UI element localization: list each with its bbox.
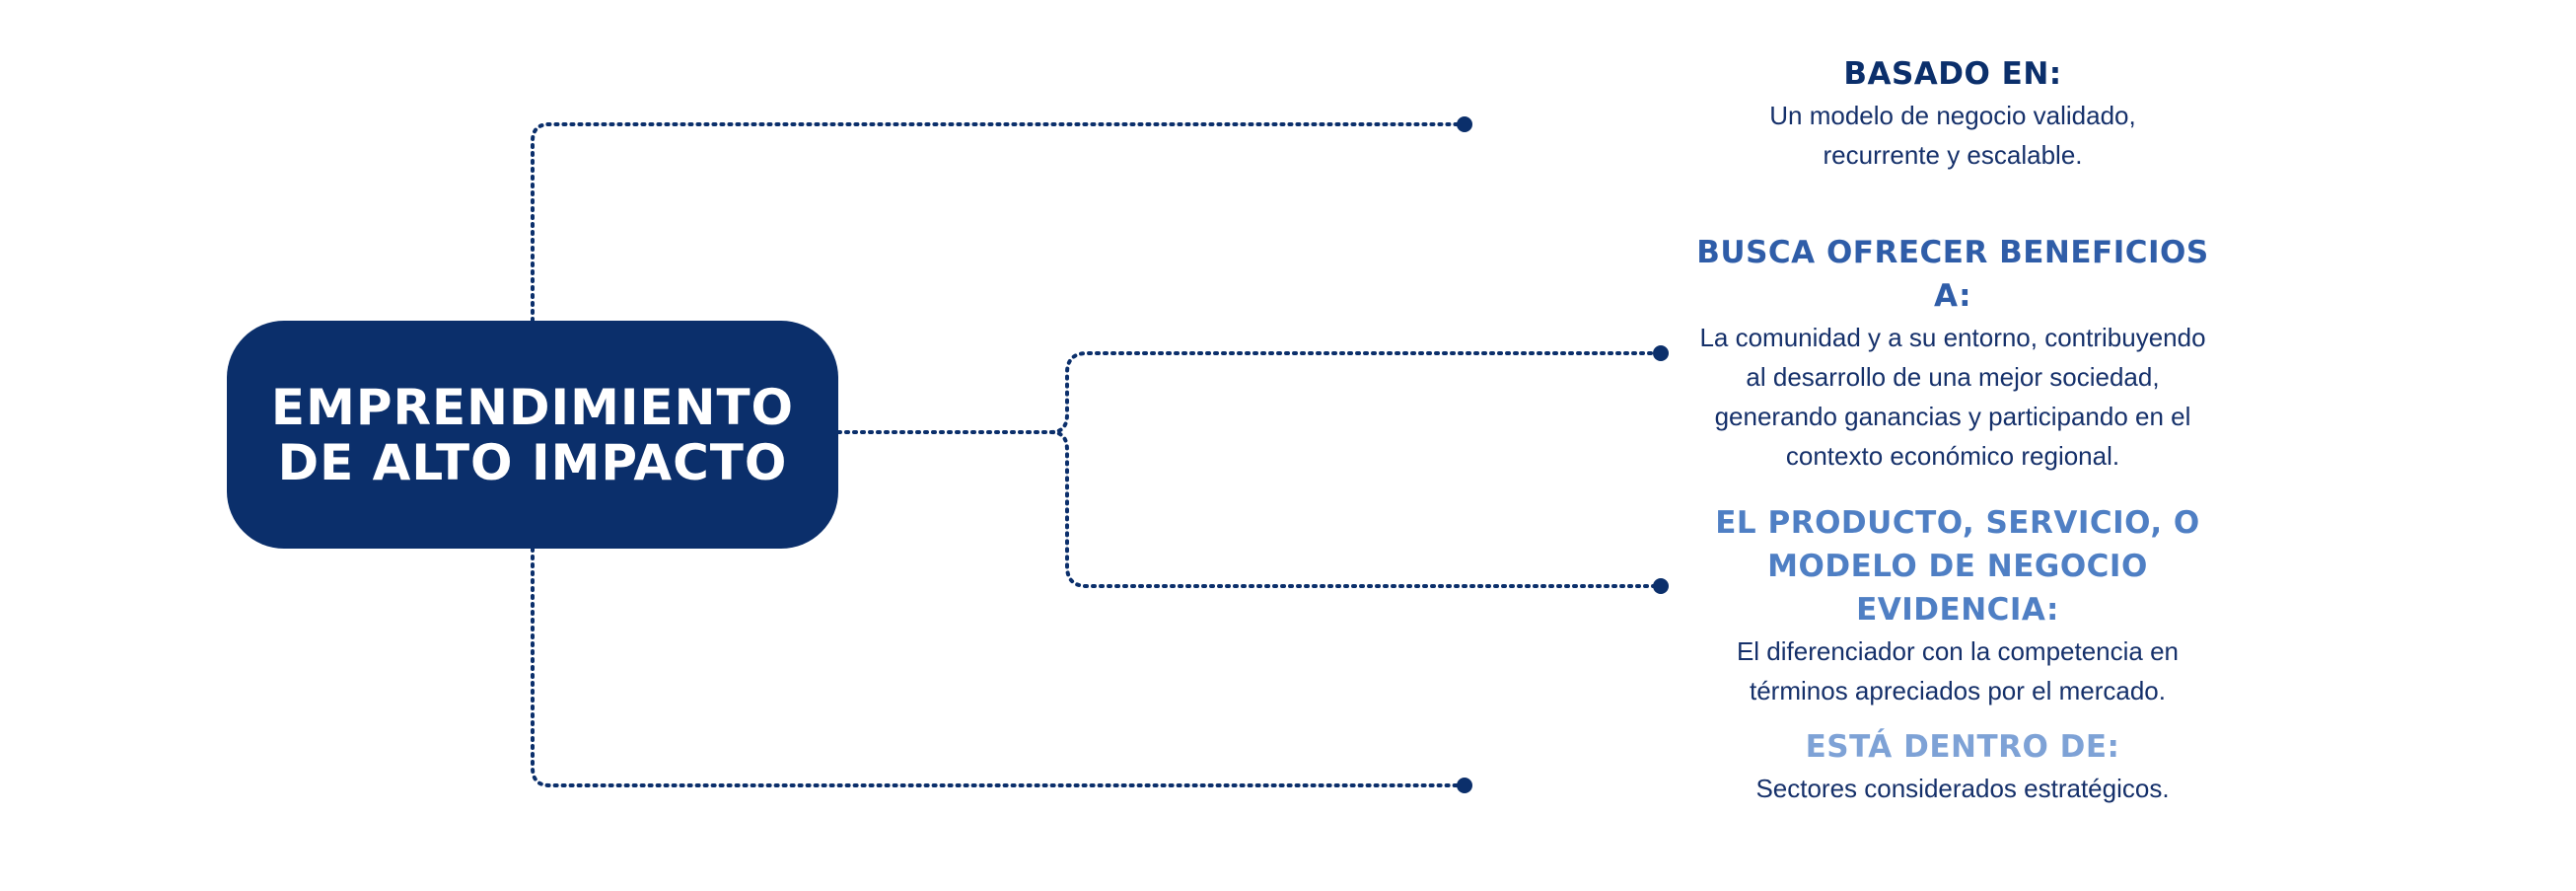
central-topic-box: EMPRENDIMIENTO DE ALTO IMPACTO bbox=[227, 321, 838, 549]
node-text: Un modelo de negocio validado, recurrent… bbox=[1769, 101, 2136, 170]
connector-bracket-upper bbox=[1049, 351, 1661, 434]
node-text: Sectores considerados estratégicos. bbox=[1755, 774, 2170, 803]
node-heading: BUSCA OFRECER BENEFICIOS A: bbox=[1696, 235, 2209, 314]
node-text: La comunidad y a su entorno, contribuyen… bbox=[1699, 323, 2206, 471]
node-beneficios: BUSCA OFRECER BENEFICIOS A: La comunidad… bbox=[1682, 231, 2224, 476]
node-heading: BASADO EN: bbox=[1843, 56, 2062, 92]
central-topic-title: EMPRENDIMIENTO DE ALTO IMPACTO bbox=[270, 378, 795, 491]
node-evidencia: EL PRODUCTO, SERVICIO, O MODELO DE NEGOC… bbox=[1672, 501, 2244, 710]
connector-dot-top bbox=[1457, 116, 1472, 132]
node-basado-en: BASADO EN: Un modelo de negocio validado… bbox=[1677, 52, 2229, 175]
node-heading: ESTÁ DENTRO DE: bbox=[1805, 729, 2120, 765]
connector-bottom bbox=[531, 547, 1465, 787]
node-text: El diferenciador con la competencia en t… bbox=[1736, 636, 2180, 705]
connector-dot-upper bbox=[1653, 345, 1669, 361]
node-dentro-de: ESTÁ DENTRO DE: Sectores considerados es… bbox=[1686, 725, 2239, 808]
connector-dot-lower bbox=[1653, 578, 1669, 594]
connector-top bbox=[531, 122, 1465, 323]
connector-bracket-lower bbox=[1049, 430, 1661, 588]
connector-dot-bottom bbox=[1457, 778, 1472, 793]
node-heading: EL PRODUCTO, SERVICIO, O MODELO DE NEGOC… bbox=[1715, 505, 2200, 628]
